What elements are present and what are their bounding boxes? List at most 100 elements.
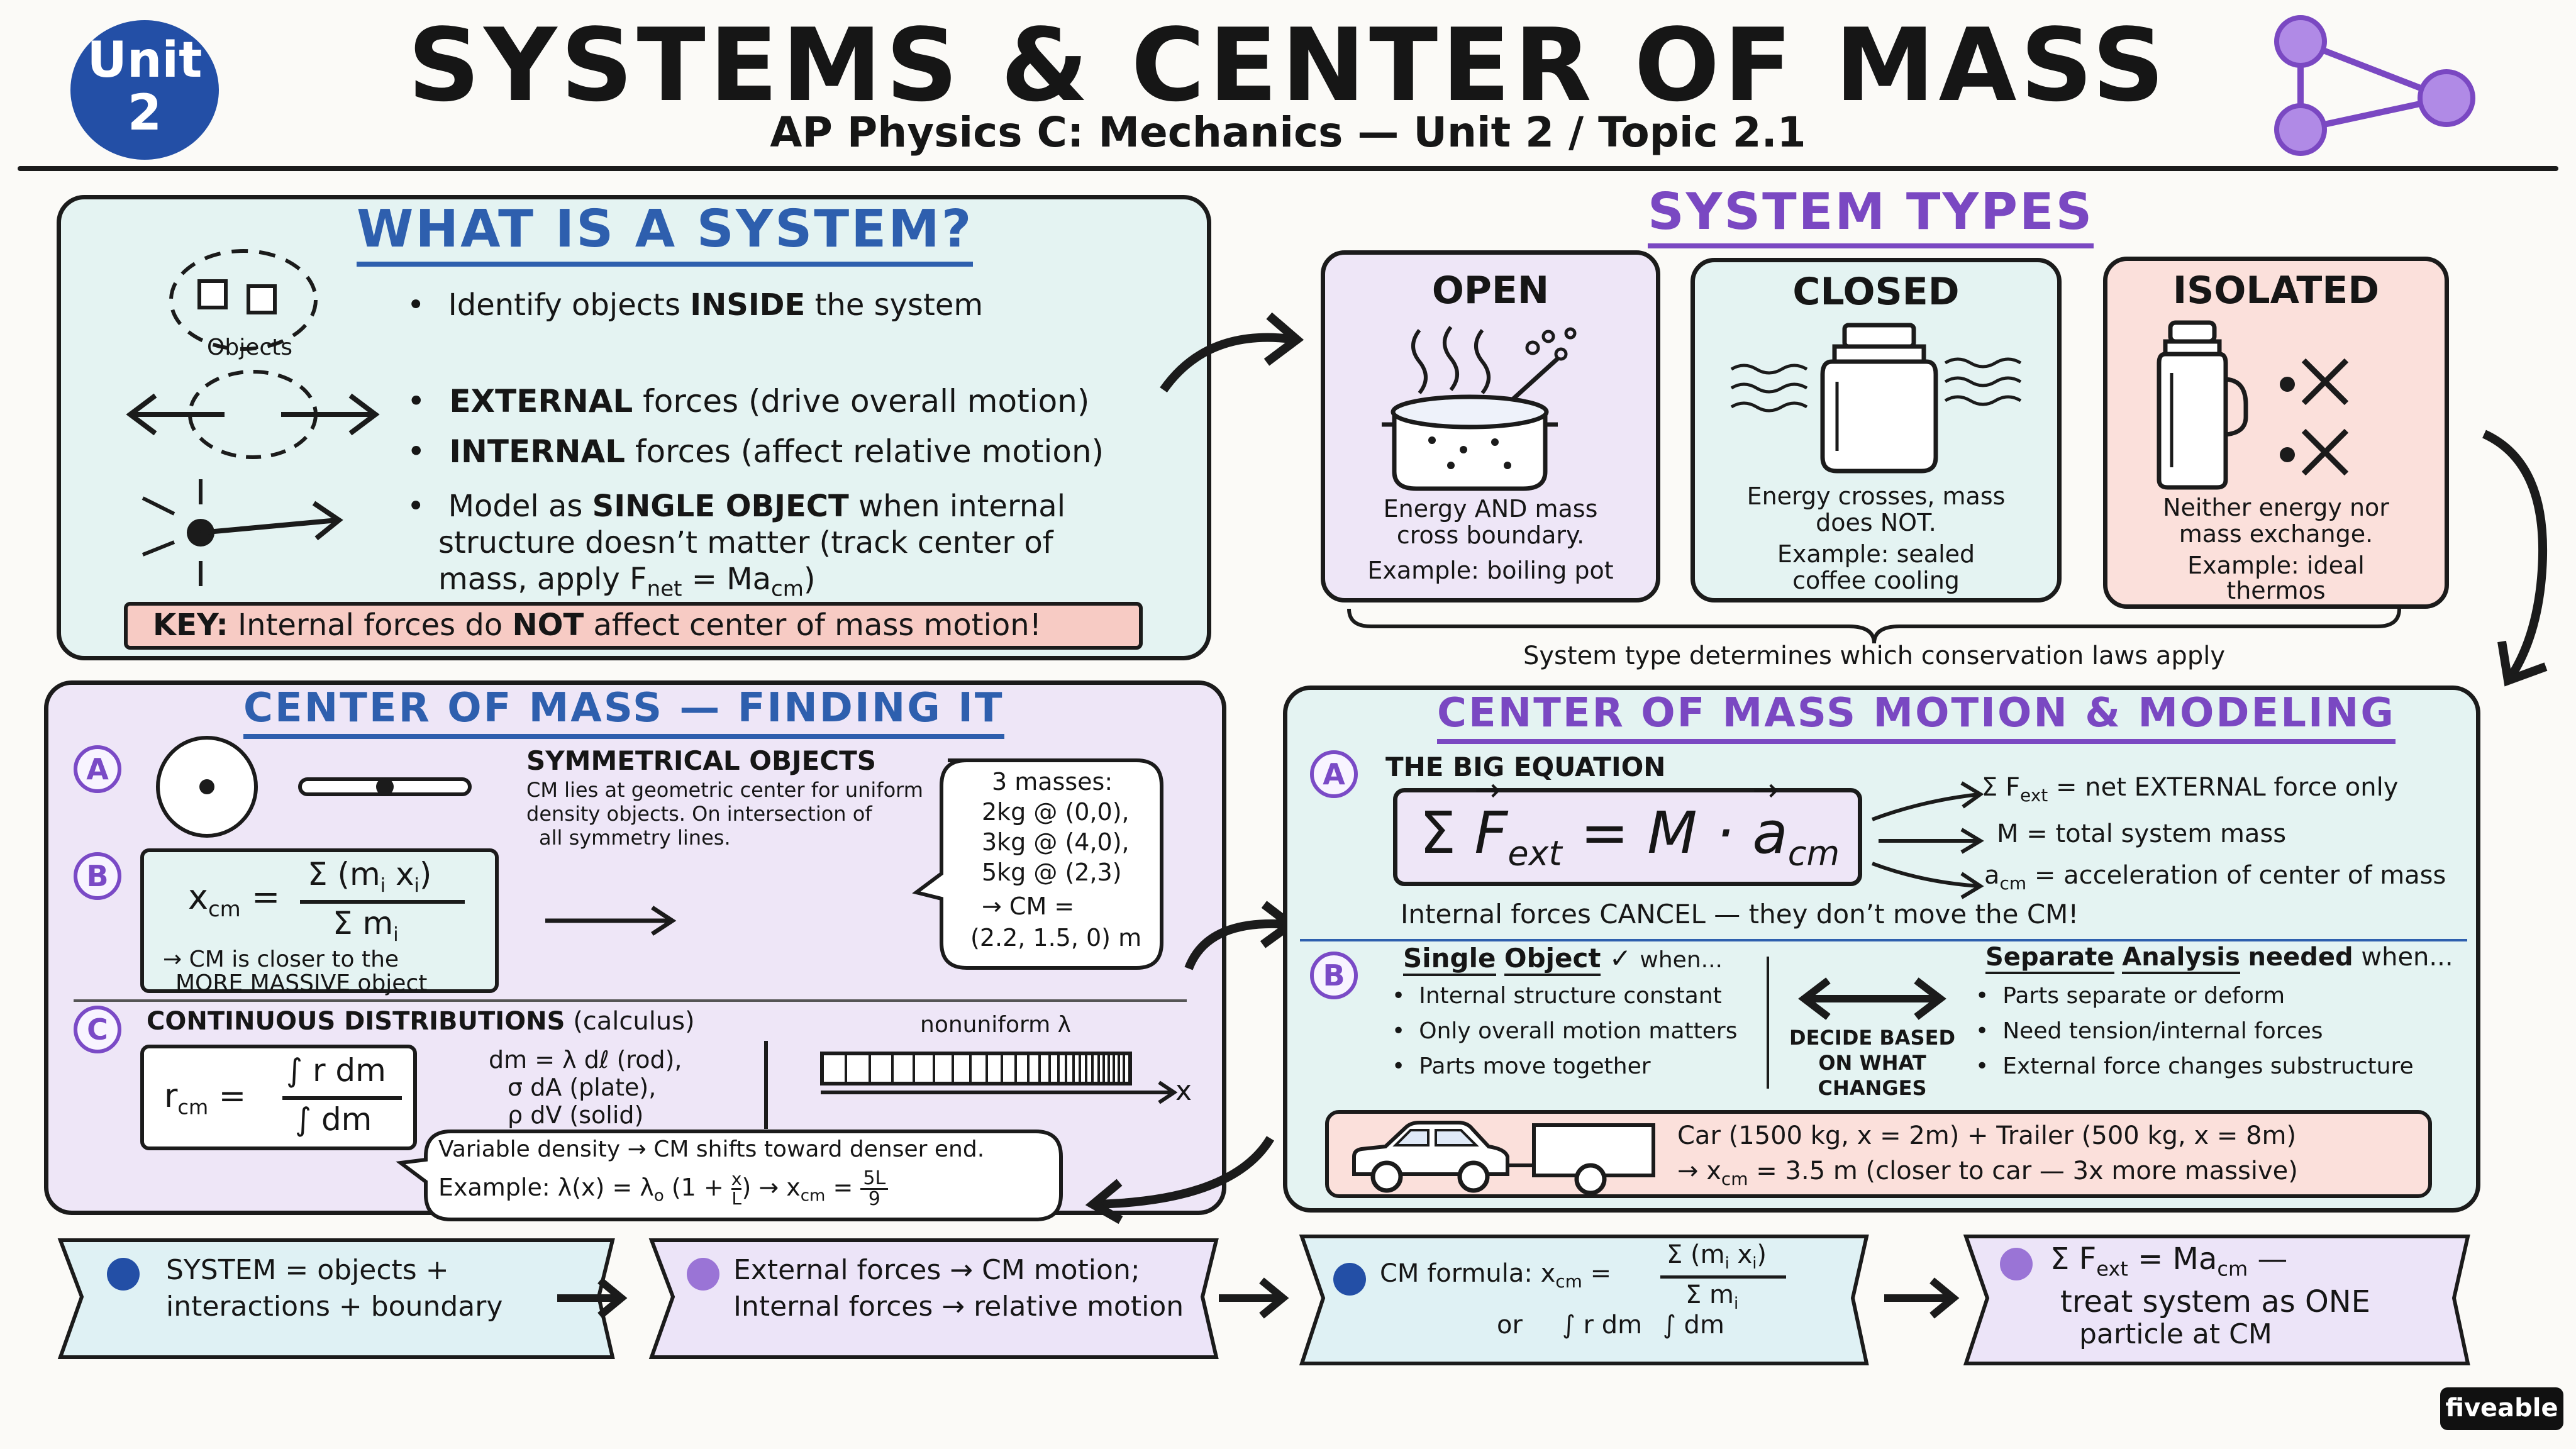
var-sub: o — [653, 1186, 664, 1206]
key-label: KEY: — [153, 608, 228, 643]
summary-arrow-2 — [1219, 1277, 1289, 1319]
boiling-pot-icon — [1382, 326, 1577, 491]
rcm-r: r — [164, 1077, 178, 1115]
single-title-1: Single — [1403, 943, 1496, 976]
system-types-title: SYSTEM TYPES — [1648, 182, 2094, 248]
bullet-single-object: Model as SINGLE OBJECT when internal — [407, 489, 1065, 524]
bullet-single-object-pre: Model as — [448, 489, 592, 524]
xcm-num-b: x — [386, 856, 414, 892]
dm-line2: σ dA (plate), — [508, 1074, 657, 1101]
s4-pre: Σ F — [2050, 1241, 2097, 1277]
summary-banner-3-bg — [1299, 1235, 1869, 1365]
fnet-mid: = Ma — [682, 562, 772, 597]
summary-banner-3: CM formula: xcm = Σ (mi xi) Σ mi or ∫ r … — [1327, 1240, 1855, 1360]
xcm-den-a: Σ m — [333, 905, 394, 941]
car-sub: cm — [1721, 1169, 1748, 1189]
summary-4-line3: particle at CM — [2079, 1318, 2272, 1350]
nonuniform-rod-diagram — [820, 1052, 1178, 1104]
variable-density-bubble — [396, 1130, 1063, 1221]
nonuniform-label: nonuniform λ — [920, 1012, 1071, 1038]
summary-3-numerator: Σ (mi xi) — [1667, 1240, 1767, 1273]
vector-arrow-f: → — [1474, 772, 1501, 808]
sealed-jar-icon — [1730, 323, 2022, 474]
bullet-single-object-line3: mass, apply Fnet = Macm) — [438, 562, 816, 602]
decide-line2: ON WHAT — [1818, 1051, 1926, 1075]
check-icon: ✓ — [1609, 943, 1632, 974]
var-mid: (1 + — [663, 1174, 731, 1201]
unit-badge-number: 2 — [127, 85, 162, 142]
bullet-single-object-post: when internal — [848, 489, 1066, 524]
motion-section-b-marker: B — [1310, 952, 1358, 999]
open-desc-line1: Energy AND mass — [1383, 495, 1598, 523]
var-res-den: 9 — [868, 1188, 880, 1210]
unit-badge: Unit 2 — [70, 20, 219, 160]
cm-motion-title: CENTER OF MASS MOTION & MODELING — [1437, 690, 2396, 744]
blue-dot-icon — [1333, 1263, 1366, 1296]
bullet-identify-pre: Identify objects — [448, 287, 691, 323]
key-text: Internal forces do — [228, 608, 513, 643]
summary-banner-2: External forces → CM motion; Internal fo… — [683, 1252, 1199, 1346]
arrow-to-system-types — [1160, 312, 1304, 393]
sep-title-1: Separate — [1985, 943, 2114, 974]
sep-when: when... — [2361, 943, 2453, 972]
dm-line1: dm = λ dℓ (rod), — [489, 1046, 682, 1074]
isolated-desc-line1: Neither energy nor — [2163, 494, 2389, 521]
s4-sub: ext — [2096, 1257, 2128, 1281]
closed-system-card: CLOSED Energy crosses, mass does NOT. Ex… — [1690, 258, 2062, 602]
separate-bullet-1: Parts separate or deform — [1975, 983, 2285, 1009]
key-post: affect center of mass motion! — [584, 608, 1041, 643]
fiveable-logo: fiveable — [2440, 1387, 2563, 1430]
car-trailer-line1: Car (1500 kg, x = 2m) + Trailer (500 kg,… — [1677, 1121, 2297, 1150]
key-callout: KEY: Internal forces do NOT affect cente… — [124, 602, 1143, 650]
var-frac-num: x — [731, 1169, 742, 1190]
summary-1-line2: interactions + boundary — [166, 1291, 503, 1323]
rcm-formula-box: rcm = ∫ r dm ∫ dm — [140, 1045, 417, 1150]
example-speech-bubble — [912, 758, 1163, 970]
rcm-sub: cm — [177, 1095, 209, 1119]
var-eq: = — [825, 1174, 861, 1201]
example-line3: 3kg @ (4,0), — [982, 828, 1130, 856]
summary-3-label: CM formula: xcm = — [1380, 1259, 1611, 1292]
cancel-statement: Internal forces CANCEL — they don’t move… — [1401, 899, 2079, 930]
single-object-title: Single Object ✓ when... — [1403, 943, 1723, 976]
def3-post: = acceleration of center of mass — [2026, 861, 2446, 890]
xcm-den-sub: i — [393, 924, 399, 946]
key-not: NOT — [512, 608, 584, 643]
car-trailer-icon — [1352, 1121, 1655, 1196]
decide-line3: CHANGES — [1818, 1076, 1927, 1100]
sep-title-3: needed — [2248, 943, 2353, 972]
objects-label: Objects — [207, 335, 293, 360]
big-equation-box — [1393, 788, 1862, 886]
summary-arrow-3 — [1884, 1277, 1960, 1319]
bullet-internal-bold: INTERNAL — [449, 433, 626, 470]
example-line6: (2.2, 1.5, 0) m — [970, 924, 1142, 952]
dm-separator — [764, 1041, 768, 1129]
motion-section-a-marker: A — [1310, 750, 1358, 798]
xcm-note-line1: → CM is closer to the — [163, 947, 399, 972]
decide-separator — [1767, 957, 1769, 1089]
example-line1: 3 masses: — [992, 768, 1113, 796]
s3-num-sub-b: i — [1752, 1254, 1757, 1273]
s3-num-a: Σ (m — [1667, 1240, 1725, 1269]
section-a-marker: A — [74, 745, 121, 793]
system-types-footer: System type determines which conservatio… — [1523, 641, 2225, 670]
rcm-denominator: ∫ dm — [295, 1101, 372, 1138]
bullet-external: EXTERNAL forces (drive overall motion) — [407, 383, 1089, 419]
open-desc-line2: cross boundary. — [1396, 521, 1585, 549]
single-bullet-1: Internal structure constant — [1392, 983, 1722, 1009]
section-c-marker: C — [74, 1006, 121, 1053]
system-types-brace — [1347, 608, 2401, 644]
x-axis-label: x — [1175, 1075, 1192, 1107]
s4-sub2: cm — [2217, 1257, 2248, 1281]
page-title: SYSTEMS & CENTER OF MASS — [408, 6, 2168, 124]
eq-a-sub: cm — [1787, 833, 1840, 874]
summary-3-fraction-bar — [1660, 1275, 1786, 1279]
definition-acm: acm = acceleration of center of mass — [1984, 861, 2446, 894]
summary-2-line1: External forces → CM motion; — [733, 1254, 1140, 1286]
continuous-title-calc: (calculus) — [573, 1007, 695, 1036]
example-line2: 2kg @ (0,0), — [982, 798, 1130, 826]
decide-line1: DECIDE BASED — [1789, 1026, 1955, 1050]
s3-num-sub-a: i — [1724, 1254, 1729, 1273]
bullet-single-object-line2: structure doesn’t matter (track center o… — [438, 525, 1053, 560]
molecule-icon — [2274, 15, 2475, 156]
